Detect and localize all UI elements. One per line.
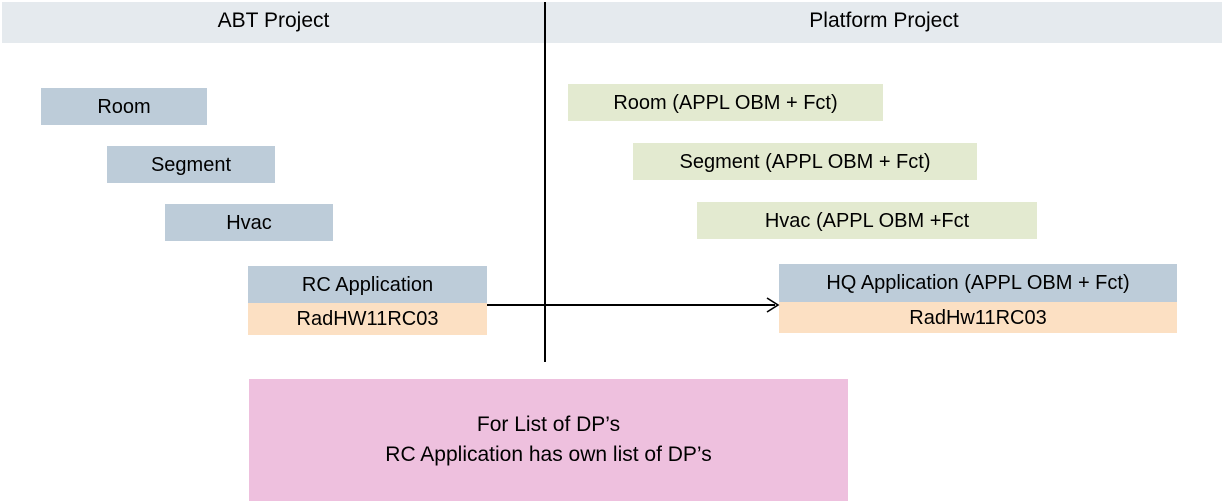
- platform-box-hvac[interactable]: Hvac (APPL OBM +Fct: [697, 202, 1037, 239]
- abt-box-room[interactable]: Room: [41, 88, 207, 125]
- column-header-abt-project: ABT Project: [217, 9, 330, 32]
- connector-line: [487, 304, 775, 306]
- platform-box-segment[interactable]: Segment (APPL OBM + Fct): [633, 143, 977, 180]
- note-line-2: RC Application has own list of DP’s: [385, 443, 712, 466]
- column-header-platform-project: Platform Project: [809, 9, 959, 32]
- column-header-band: [2, 2, 1222, 43]
- note-box: For List of DP’s RC Application has own …: [249, 379, 848, 501]
- abt-box-segment[interactable]: Segment: [107, 146, 275, 183]
- note-line-1: For List of DP’s: [476, 413, 621, 436]
- arrow-right-icon: [766, 297, 780, 313]
- platform-box-radhw11rc03[interactable]: RadHw11RC03: [779, 302, 1177, 333]
- platform-box-room[interactable]: Room (APPL OBM + Fct): [568, 84, 883, 121]
- abt-box-radhw11rc03[interactable]: RadHW11RC03: [248, 303, 487, 335]
- column-divider: [544, 2, 546, 362]
- abt-box-hvac[interactable]: Hvac: [165, 204, 333, 241]
- platform-box-hq-application[interactable]: HQ Application (APPL OBM + Fct): [779, 264, 1177, 302]
- abt-box-rc-application[interactable]: RC Application: [248, 266, 487, 303]
